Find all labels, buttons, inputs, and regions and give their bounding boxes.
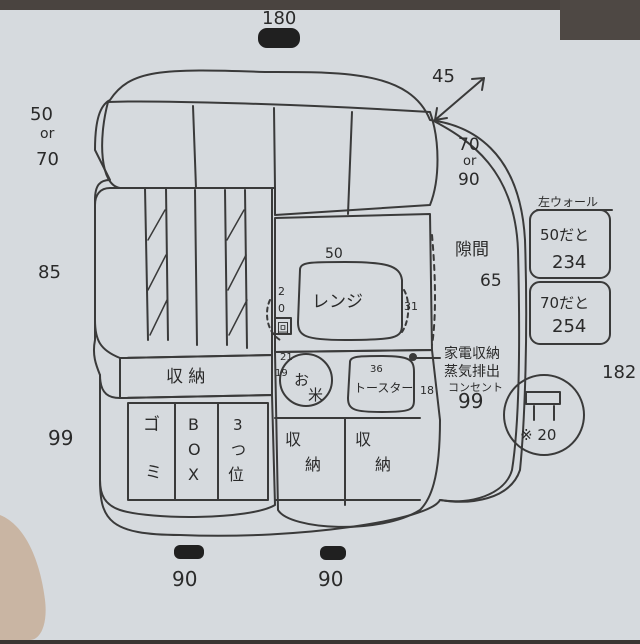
dim-right-low: 99 (458, 389, 483, 413)
dim-microwave-side: 31 (404, 300, 418, 313)
dim-top-left-2: 70 (36, 149, 59, 170)
rice-circle (279, 353, 333, 407)
dim-right-top-or: or (463, 154, 477, 169)
outlet-label: コンセント (448, 381, 503, 394)
dim-top-left-1: 50 (30, 104, 53, 125)
dim-left-mid: 85 (38, 262, 61, 283)
option1-line1: 50だと (540, 226, 589, 244)
dim-left-low: 99 (48, 426, 73, 450)
rice-symbol: 米 (308, 386, 323, 404)
trash-label-1: ゴ (143, 414, 160, 435)
dim-far-right: 182 (602, 362, 636, 383)
appliance-label-2: 蒸気排出 (444, 364, 500, 380)
microwave-label: レンジ (312, 292, 363, 312)
toaster-box (347, 355, 415, 413)
place-label-3: 位 (228, 465, 244, 484)
storage-right-2: 納 (375, 455, 391, 474)
rice-label: お (294, 371, 309, 389)
scribble (258, 28, 300, 48)
dim-diag: 45 (432, 66, 455, 87)
dim-bottom-left: 90 (172, 567, 197, 591)
storage-right-1: 収 (355, 430, 371, 449)
outlet-circle (503, 374, 585, 456)
dim-microwave: 50 (325, 246, 343, 262)
right-panel-title: 左ウォール (538, 194, 598, 209)
storage-left-1: 収 (285, 430, 301, 449)
option2-line1: 70だと (540, 294, 589, 312)
outlet-box (525, 391, 561, 405)
box-label-1: B (188, 415, 199, 434)
small-box (274, 317, 292, 335)
option2-box (529, 281, 611, 345)
dim-18: 18 (420, 384, 434, 397)
dim-top: 180 (262, 8, 296, 29)
box-area (127, 402, 269, 501)
gap-label: 隙間 (455, 240, 489, 260)
option1-line2: 234 (552, 252, 586, 273)
dim-bottom-right: 90 (318, 567, 343, 591)
place-label-1: 3 (233, 416, 243, 434)
finger (0, 515, 46, 640)
box-label-2: O (188, 440, 201, 459)
small-box-label: 回 (277, 321, 289, 335)
dim-21: 21 (280, 352, 293, 363)
appliance-label-1: 家電収納 (444, 345, 500, 362)
dim-right-top-2: 90 (458, 170, 480, 190)
dim-toaster: 36 (370, 364, 383, 375)
sofa-outline (92, 69, 528, 537)
box-label-3: X (188, 465, 199, 484)
storage-left-2: 納 (305, 455, 321, 474)
dim-top-left-or: or (40, 126, 55, 142)
bottom-center-storage (274, 349, 441, 528)
top-back-block (101, 100, 439, 216)
scribble (174, 545, 204, 559)
dim-small-2: 2 (278, 285, 285, 298)
toaster-label: トースター (354, 381, 413, 395)
trash-label-2: ミ (145, 463, 162, 483)
microwave-box (297, 261, 403, 341)
scribble (320, 546, 346, 560)
dim-gap: 65 (480, 271, 502, 291)
dim-right-top-1: 70 (458, 135, 480, 155)
bottom-left-storage (99, 374, 276, 518)
dim-19: 19 (275, 368, 288, 379)
place-label-2: つ (231, 441, 246, 459)
dim-small-0: 0 (278, 302, 285, 315)
option2-line2: 254 (552, 316, 586, 337)
outlet-note: ※ 20 (520, 426, 556, 444)
storage-top-label: 収 納 (166, 367, 205, 387)
